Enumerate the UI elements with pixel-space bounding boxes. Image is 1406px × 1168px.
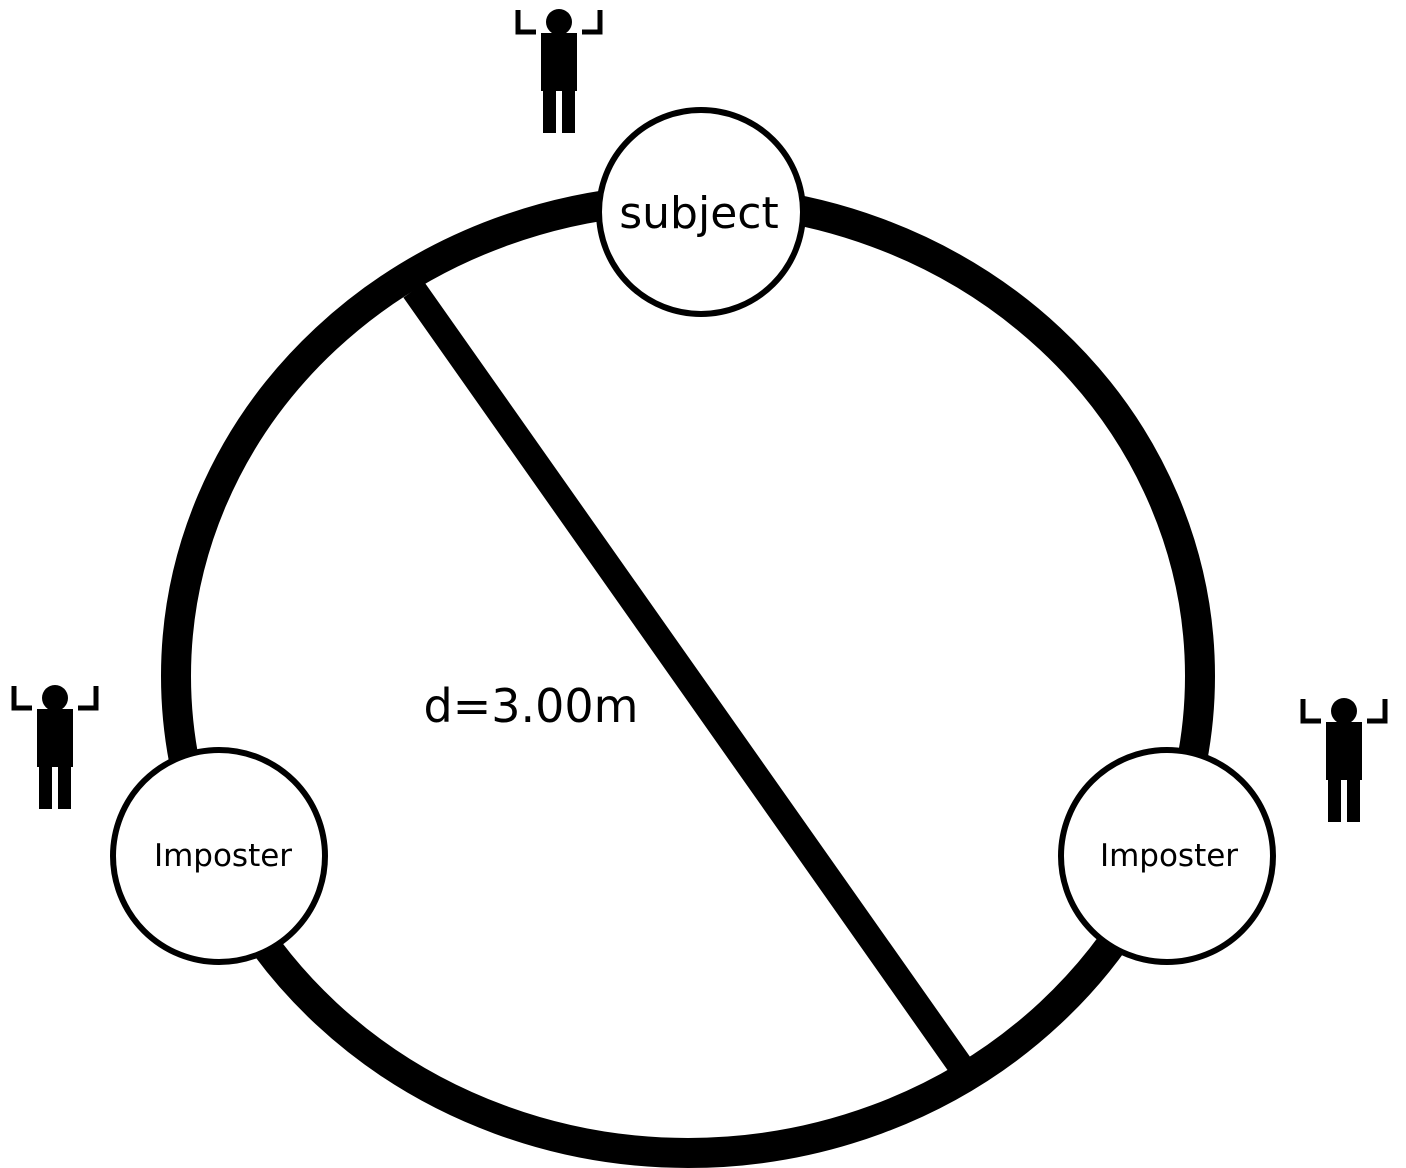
imposter-circle-right [1058, 747, 1276, 965]
person-arms-raised-icon [1303, 698, 1385, 822]
person-arms-raised-icon [518, 9, 600, 133]
imposter-label-left: Imposter [154, 838, 292, 874]
diameter-line [403, 282, 973, 1076]
imposter-label-right: Imposter [1100, 838, 1238, 874]
person-arms-raised-icon [14, 685, 96, 809]
diameter-label: d=3.00m [424, 679, 639, 733]
imposter-circle-left [110, 747, 328, 965]
subject-circle [596, 107, 806, 317]
subject-label: subject [619, 188, 778, 239]
